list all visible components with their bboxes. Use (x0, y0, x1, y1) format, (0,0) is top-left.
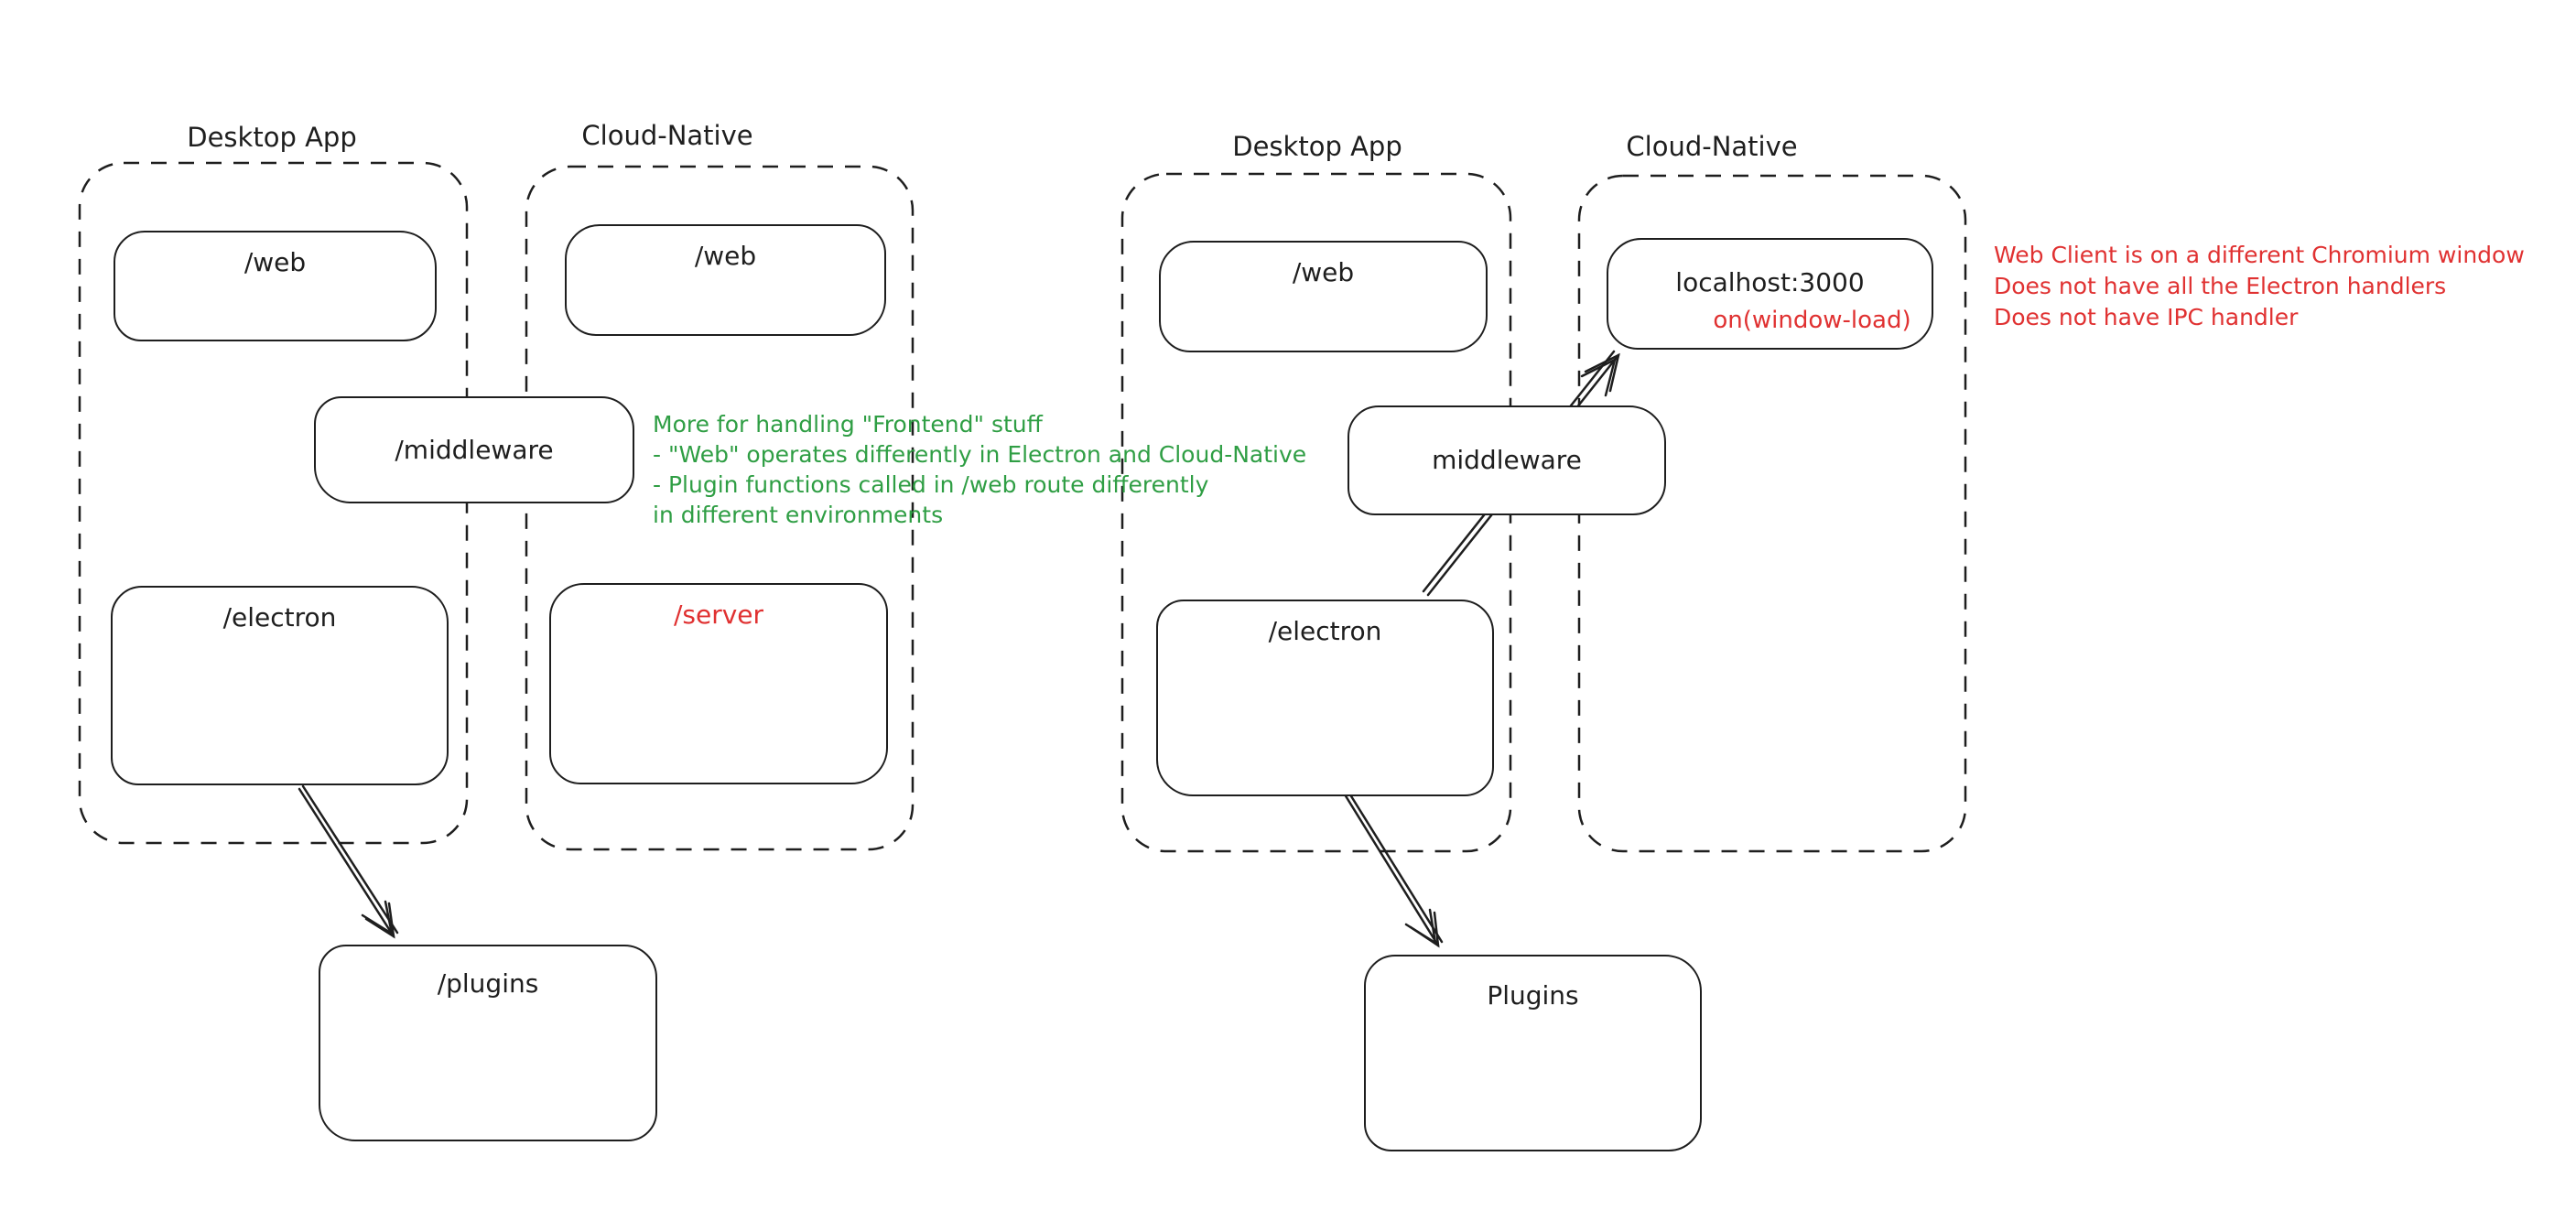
group-label-cloud-native-right: Cloud-Native (1626, 131, 1798, 162)
arrow-electron-to-plugins-right (1343, 790, 1444, 948)
node-web-desktop-left-label: /web (244, 247, 307, 277)
annotation-web-client-note-line: Does not have IPC handler (1994, 304, 2299, 330)
node-web-cloud-left-label: /web (694, 241, 757, 271)
annotation-web-client-note-line: Web Client is on a different Chromium wi… (1994, 242, 2525, 268)
node-middleware-right: middleware (1348, 405, 1666, 515)
annotation-web-client-note-line: Does not have all the Electron handlers (1994, 273, 2447, 299)
node-middleware-left-label: /middleware (395, 434, 554, 465)
annotation-web-client-note: Web Client is on a different Chromium wi… (1994, 240, 2525, 333)
node-web-desktop-right-label: /web (1292, 257, 1355, 287)
annotation-frontend-note-line: - Plugin functions called in /web route … (653, 471, 1209, 498)
node-server-left-label: /server (673, 600, 764, 630)
group-label-desktop-app-right: Desktop App (1232, 131, 1402, 162)
node-plugins-right: Plugins (1364, 955, 1702, 1151)
node-localhost-3000: localhost:3000 on(window-load) (1607, 238, 1933, 350)
arrow-electron-to-plugins-left (298, 784, 399, 939)
node-electron-left-label: /electron (222, 602, 337, 632)
node-plugins-left: /plugins (319, 945, 657, 1141)
node-web-cloud-left: /web (565, 224, 886, 336)
node-plugins-left-label: /plugins (437, 968, 539, 999)
node-middleware-left: /middleware (314, 396, 634, 503)
node-electron-left: /electron (111, 586, 449, 785)
node-localhost-3000-event-label: on(window-load) (1713, 306, 1911, 334)
group-label-desktop-app-left: Desktop App (187, 122, 357, 153)
node-electron-right-label: /electron (1268, 616, 1382, 646)
group-label-cloud-native-left: Cloud-Native (581, 120, 753, 151)
node-plugins-right-label: Plugins (1487, 980, 1579, 1010)
node-localhost-3000-label: localhost:3000 (1675, 266, 1865, 297)
node-web-desktop-left: /web (114, 231, 437, 341)
node-middleware-right-label: middleware (1432, 445, 1582, 475)
annotation-frontend-note-line: - "Web" operates differently in Electron… (653, 441, 1307, 468)
container-cloud-native-left (525, 165, 915, 851)
annotation-frontend-note-line: in different environments (653, 502, 944, 528)
node-electron-right: /electron (1156, 600, 1494, 796)
node-web-desktop-right: /web (1159, 241, 1488, 352)
annotation-frontend-note-line: More for handling "Frontend" stuff (653, 411, 1043, 438)
node-server-left: /server (549, 583, 888, 784)
annotation-frontend-note: More for handling "Frontend" stuff - "We… (653, 409, 1306, 530)
